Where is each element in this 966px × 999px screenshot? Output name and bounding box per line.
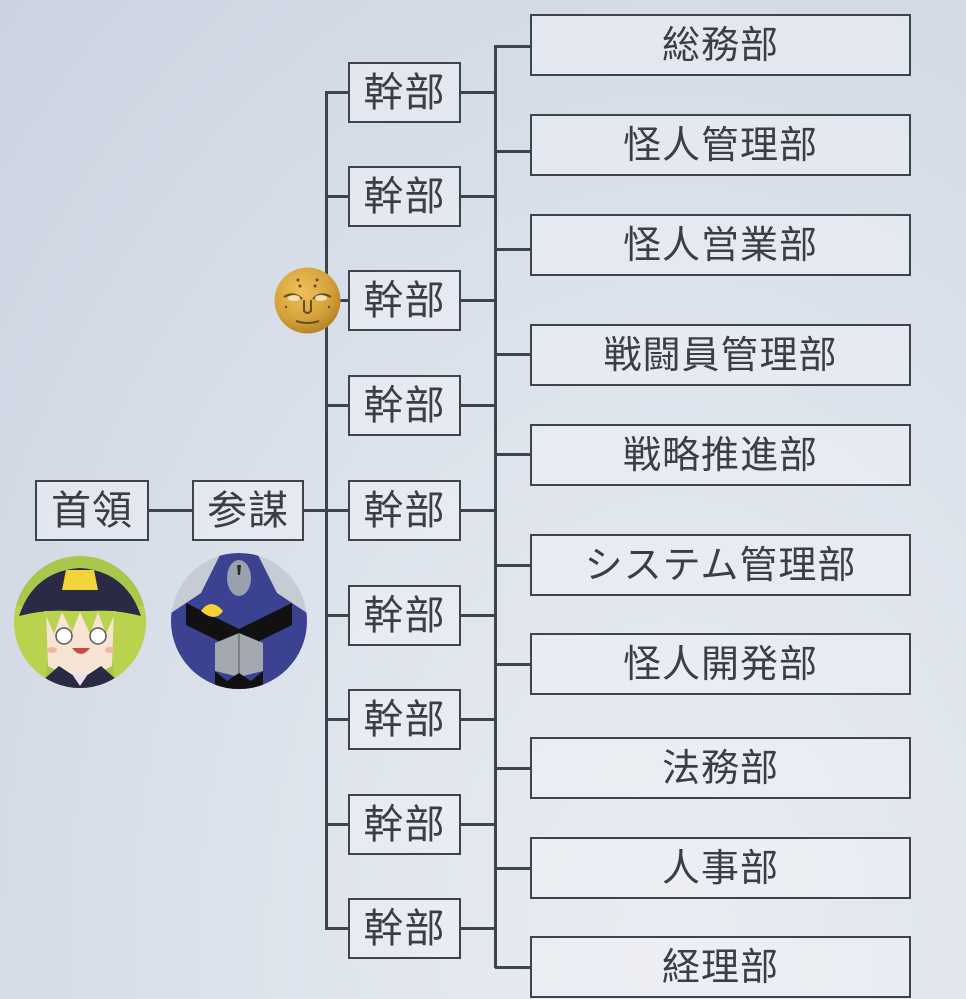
executive-box: 幹部	[348, 585, 461, 646]
executive-box: 幹部	[348, 62, 461, 123]
executive-box: 幹部	[348, 166, 461, 227]
executive-box: 幹部	[348, 794, 461, 855]
department-trunk-line	[494, 45, 497, 968]
executive-box: 幹部	[348, 898, 461, 959]
leader-box: 首領	[35, 480, 149, 541]
department-box-monster-development: 怪人開発部	[530, 633, 911, 695]
department-box-system-management: システム管理部	[530, 534, 911, 596]
department-box-monster-management: 怪人管理部	[530, 114, 911, 176]
connector-leader-strategist	[148, 509, 192, 512]
department-box-human-resources: 人事部	[530, 837, 911, 899]
department-box-monster-sales: 怪人営業部	[530, 214, 911, 276]
executive-box: 幹部	[348, 375, 461, 436]
strategist-box: 参謀	[192, 480, 304, 541]
connector-strategist-trunk	[303, 509, 327, 512]
robot-strategist-icon	[171, 553, 307, 689]
department-box-legal: 法務部	[530, 737, 911, 799]
executive-box: 幹部	[348, 689, 461, 750]
department-box-strategy-promotion: 戦略推進部	[530, 424, 911, 486]
department-box-combatant-management: 戦闘員管理部	[530, 324, 911, 386]
executive-box: 幹部	[348, 480, 461, 541]
gold-face-icon	[274, 267, 341, 334]
department-box-general-affairs: 総務部	[530, 14, 911, 76]
executive-box: 幹部	[348, 270, 461, 331]
department-box-accounting: 経理部	[530, 936, 911, 998]
leader-character-icon	[14, 556, 146, 688]
